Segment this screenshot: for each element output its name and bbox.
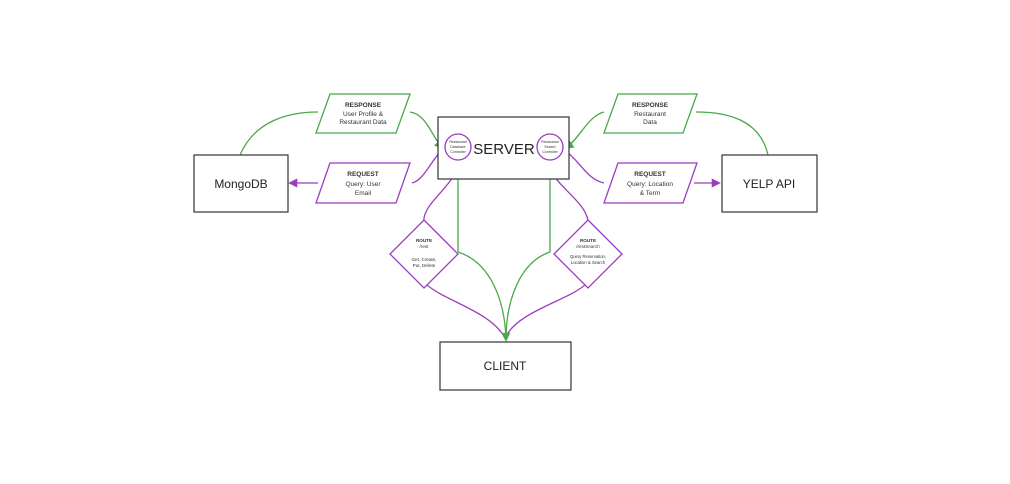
left-route-diamond: ROUTE /rest Get, Create, Put, Delete: [389, 219, 459, 289]
right-route-line-2: Location & Search: [571, 260, 606, 265]
yelp-api-label: YELP API: [743, 177, 795, 191]
mongo-response-message: RESPONSE User Profile & Restaurant Data: [315, 93, 411, 134]
mongo-request-title: REQUEST: [347, 171, 378, 178]
yelp-request-message: REQUEST Query: Location & Term: [603, 162, 698, 204]
yelp-request-title: REQUEST: [634, 171, 665, 178]
client-node: CLIENT: [439, 341, 572, 391]
left-route-path: /rest: [420, 244, 430, 249]
left-route-line-2: Put, Delete: [413, 263, 436, 268]
yelp-api-node: YELP API: [721, 154, 818, 213]
search-controller-line-3: Controller: [542, 150, 558, 154]
right-route-line-1: Query Reservation,: [570, 254, 606, 259]
left-response-to-client-line: [457, 251, 511, 342]
client-to-right-route-line: [504, 281, 589, 339]
database-controller-line-3: Controller: [450, 150, 466, 154]
right-route-diamond: ROUTE /restSearch Query Reservation, Loc…: [553, 219, 623, 289]
right-response-to-client-line: [505, 251, 551, 341]
search-controller-line-1: Restaurant: [541, 140, 559, 144]
mongo-request-message: REQUEST Query: User Email: [315, 162, 411, 204]
yelp-response-in-line: [695, 111, 769, 156]
mongo-request-line-2: Email: [355, 190, 372, 197]
search-controller: Restaurant Search Controller: [536, 133, 564, 161]
mongo-response-line-1: User Profile &: [343, 111, 384, 118]
right-route-title: ROUTE: [580, 238, 596, 243]
yelp-response-line-2: Data: [643, 119, 657, 126]
mongodb-node: MongoDB: [193, 154, 289, 213]
database-controller-line-1: Restaurant: [449, 140, 467, 144]
search-controller-line-2: Search: [544, 145, 555, 149]
database-controller-line-2: Database: [450, 145, 465, 149]
mongo-response-in-line: [239, 111, 319, 156]
yelp-response-out-line: [564, 111, 605, 150]
yelp-request-line-2: & Term: [640, 190, 660, 197]
mongo-response-out-line: [409, 111, 444, 150]
mongo-response-line-2: Restaurant Data: [339, 119, 387, 126]
yelp-response-title: RESPONSE: [632, 102, 669, 109]
mongodb-label: MongoDB: [214, 177, 267, 191]
mongo-response-title: RESPONSE: [345, 102, 382, 109]
client-label: CLIENT: [484, 359, 527, 373]
left-route-line-1: Get, Create,: [411, 257, 436, 262]
left-route-title: ROUTE: [416, 238, 432, 243]
yelp-request-in-line: [566, 151, 605, 184]
client-to-left-route-line: [423, 281, 506, 339]
yelp-response-line-1: Restaurant: [634, 111, 666, 118]
database-controller: Restaurant Database Controller: [444, 133, 472, 161]
mongo-request-line-1: Query: User: [345, 181, 381, 188]
server-node: SERVER: [437, 116, 570, 180]
right-route-path: /restSearch: [576, 244, 600, 249]
server-label: SERVER: [473, 141, 535, 158]
yelp-request-line-1: Query: Location: [627, 181, 673, 188]
yelp-response-message: RESPONSE Restaurant Data: [603, 93, 698, 134]
